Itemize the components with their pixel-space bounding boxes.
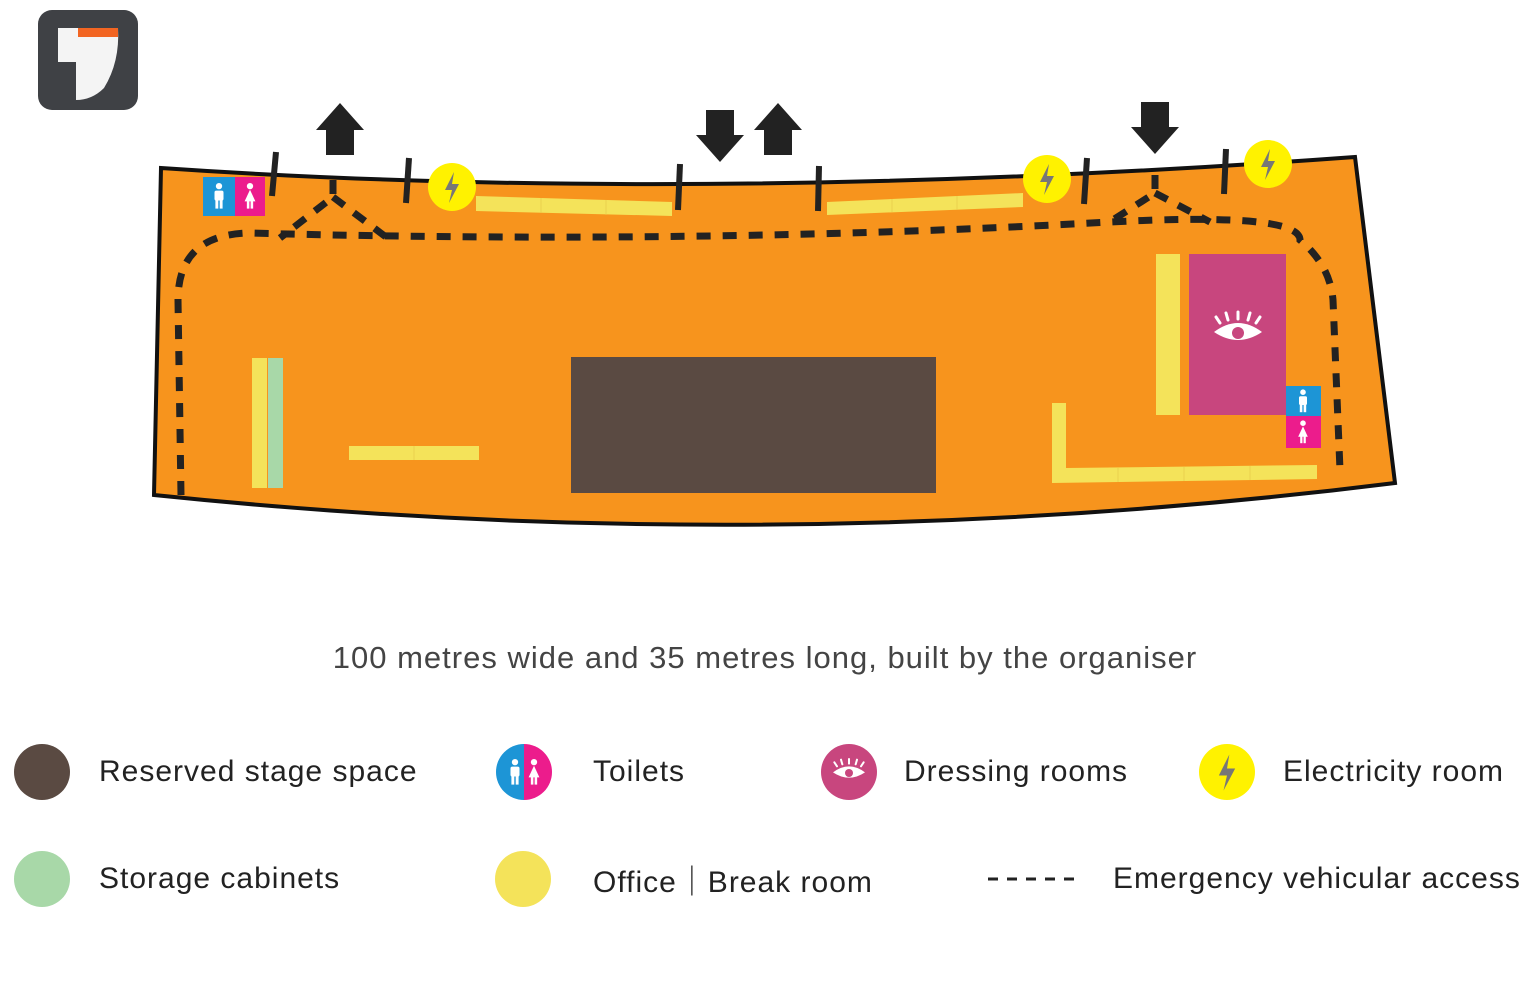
- legend-item-toilets: Toilets: [496, 742, 685, 802]
- entry-arrow-icon: [696, 110, 744, 162]
- legend-item-storage: Storage cabinets: [14, 849, 340, 909]
- office-top-right: [827, 193, 1023, 215]
- electricity-icon: [1023, 155, 1071, 203]
- legend-item-dressing: Dressing rooms: [821, 742, 1128, 802]
- dressing-room: [1189, 254, 1286, 415]
- office-swatch: [495, 851, 551, 907]
- dashed-line-icon: [988, 877, 1078, 881]
- eye-icon: [821, 744, 877, 800]
- legend-item-stage: Reserved stage space: [14, 742, 418, 802]
- legend-item-office: Office｜Break room: [495, 849, 873, 909]
- storage-cabinet: [268, 358, 283, 488]
- toilets-top-left: [203, 177, 265, 216]
- electricity-icon: [1244, 140, 1292, 188]
- office-top-left: [476, 196, 672, 216]
- storage-swatch: [14, 851, 70, 907]
- legend-label-office: Office｜Break room: [593, 866, 873, 899]
- legend-label-storage: Storage cabinets: [99, 862, 341, 895]
- map-caption: 100 metres wide and 35 metres long, buil…: [332, 640, 1198, 675]
- app-logo-icon: [38, 10, 138, 110]
- door-markers: [269, 148, 1229, 212]
- emergency-access-route: [174, 175, 1344, 496]
- office-right-vertical: [1156, 254, 1180, 415]
- exit-arrow-icon: [316, 103, 364, 155]
- legend-item-electricity: Electricity room: [1199, 742, 1504, 802]
- legend-label-access: Emergency vehicular access: [1113, 862, 1521, 895]
- venue-floor: [151, 154, 1398, 527]
- legend-label-stage: Reserved stage space: [99, 755, 418, 788]
- toilets-right: [1286, 386, 1321, 448]
- legend-label-dressing: Dressing rooms: [904, 755, 1129, 788]
- entry-arrow-icon: [1131, 102, 1179, 154]
- toilet-icon: [496, 744, 552, 800]
- electricity-icon: [428, 163, 476, 211]
- legend-label-electricity: Electricity room: [1283, 755, 1505, 788]
- stage-swatch: [14, 744, 70, 800]
- legend-item-access: Emergency vehicular access: [988, 849, 1521, 909]
- legend-label-toilets: Toilets: [593, 755, 686, 788]
- office-left-vertical: [252, 358, 267, 488]
- lightning-icon: [1199, 744, 1255, 800]
- reserved-stage: [571, 357, 936, 493]
- exit-arrow-icon: [754, 103, 802, 155]
